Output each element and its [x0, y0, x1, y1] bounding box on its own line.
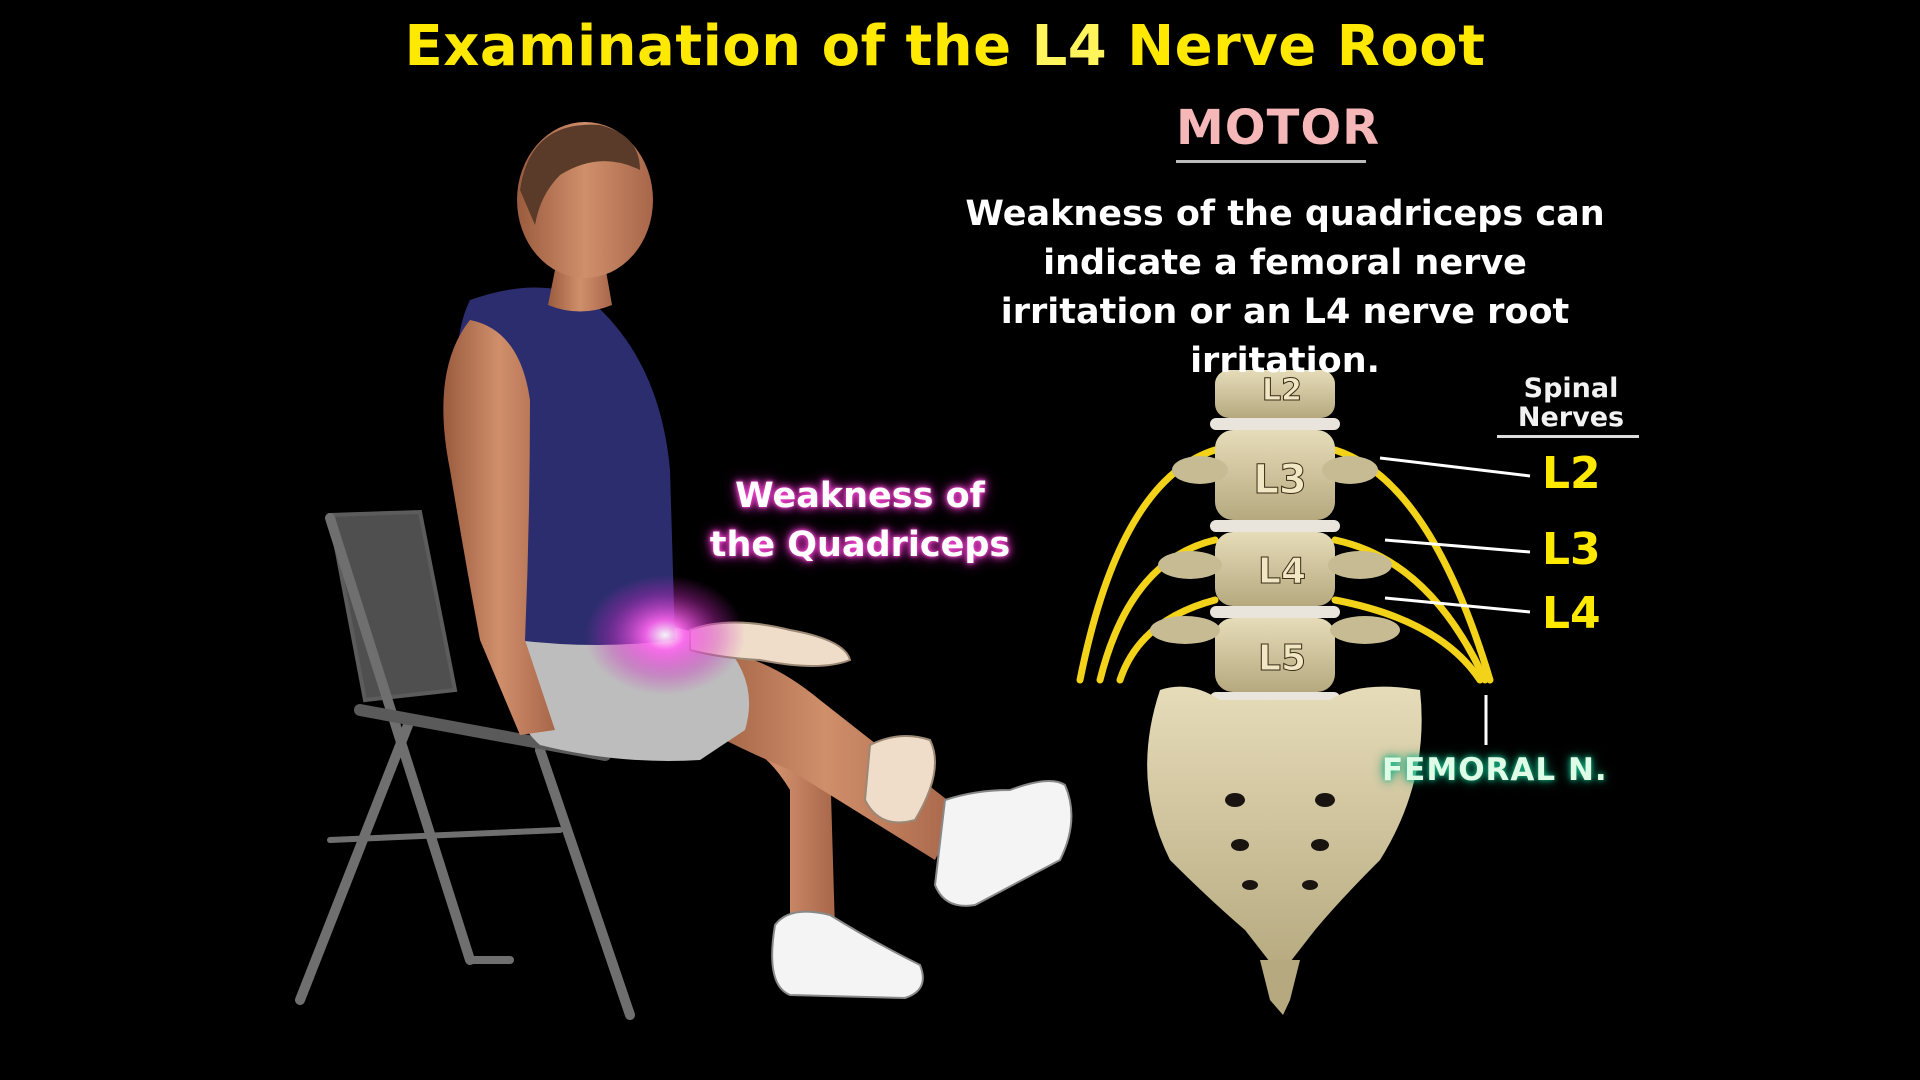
sacrum — [1147, 686, 1422, 975]
quadriceps-highlight — [585, 575, 745, 695]
title-text-start: Examination of the — [404, 14, 1032, 79]
quadriceps-label-line1: Weakness of — [735, 476, 985, 516]
spinal-nerves-heading: Spinal Nerves — [1496, 374, 1646, 432]
title-text-end: Nerve Root — [1107, 14, 1486, 79]
vertebra-label-l3: L3 — [1253, 457, 1306, 503]
nerve-label-l4: L4 — [1542, 588, 1601, 639]
lumbar-spine: L2 L3 L4 L5 — [1076, 370, 1494, 1015]
spinal-nerves-underline — [1497, 435, 1639, 438]
femoral-nerve-label: FEMORAL N. — [1382, 752, 1608, 788]
title-highlight: L4 — [1031, 14, 1108, 79]
leader-lines — [1379, 456, 1531, 745]
vertebra-label-l5: L5 — [1258, 638, 1306, 679]
motor-underline — [1176, 160, 1366, 163]
slide-title: Examination of the L4 Nerve Root — [0, 14, 1890, 79]
quadriceps-label-line2: the Quadriceps — [709, 525, 1011, 565]
motor-heading: MOTOR — [1176, 100, 1381, 156]
vertebra-label-l2: L2 — [1262, 373, 1302, 408]
spinal-nerves-heading-line1: Spinal — [1523, 373, 1619, 404]
spinal-nerves-heading-line2: Nerves — [1517, 402, 1625, 433]
motor-description: Weakness of the quadriceps can indicate … — [965, 194, 1605, 381]
quadriceps-label: Weakness of the Quadriceps — [690, 472, 1030, 570]
vertebra-label-l4: L4 — [1258, 551, 1306, 592]
man-figure — [443, 122, 1073, 1000]
chair — [295, 509, 635, 1020]
nerve-label-l2: L2 — [1542, 448, 1601, 499]
nerve-label-l3: L3 — [1542, 524, 1601, 575]
